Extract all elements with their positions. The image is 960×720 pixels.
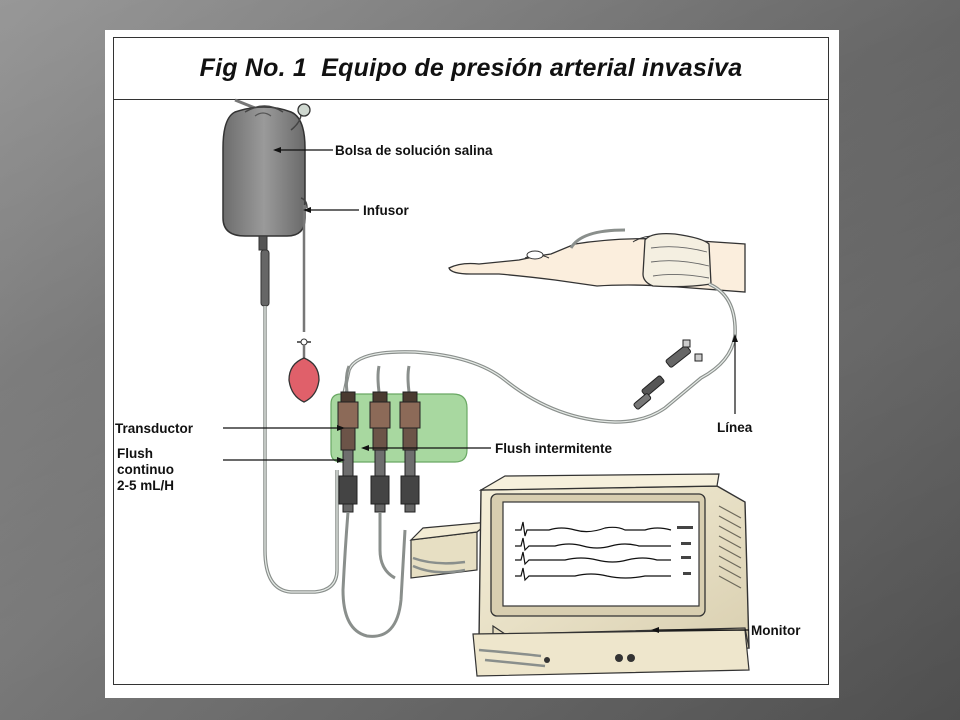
transducer-column-3 [399,365,421,513]
monitor-screen [502,501,700,607]
infusor-assembly [288,197,320,403]
label-saline-bag: Bolsa de solución salina [335,143,493,158]
monitor [409,473,750,677]
monitor-vents [718,505,742,589]
pressure-gauge [290,103,311,131]
label-transducer: Transductor [115,421,194,436]
figure-frame: Fig No. 1 Equipo de presión arterial inv… [113,37,829,685]
label-flush-continuous-1: Flush [117,446,153,461]
label-flush-intermittent: Flush intermitente [495,441,613,456]
transducer-column-2 [369,365,391,513]
label-infusor: Infusor [363,203,409,218]
infusor-bulb [288,357,320,403]
saline-bag [222,105,306,251]
label-line: Línea [717,420,753,435]
transducer-manifold [330,365,468,638]
monitor-waveforms [515,521,672,582]
figure-panel: Fig No. 1 Equipo de presión arterial inv… [105,30,839,698]
label-flush-continuous-3: 2-5 mL/H [117,478,174,493]
leader-lines [223,147,749,633]
patient-arm [448,228,746,293]
diagram-illustration: Bolsa de solución salina Infusor Transdu… [115,98,801,677]
label-flush-continuous-2: continuo [117,462,174,477]
transducer-column-1 [337,365,359,513]
figure-title: Fig No. 1 Equipo de presión arterial inv… [199,54,743,82]
monitor-tiny-readouts [677,526,693,575]
drip-line [260,249,339,594]
label-monitor: Monitor [751,623,801,638]
title-bar: Fig No. 1 Equipo de presión arterial inv… [114,38,828,100]
